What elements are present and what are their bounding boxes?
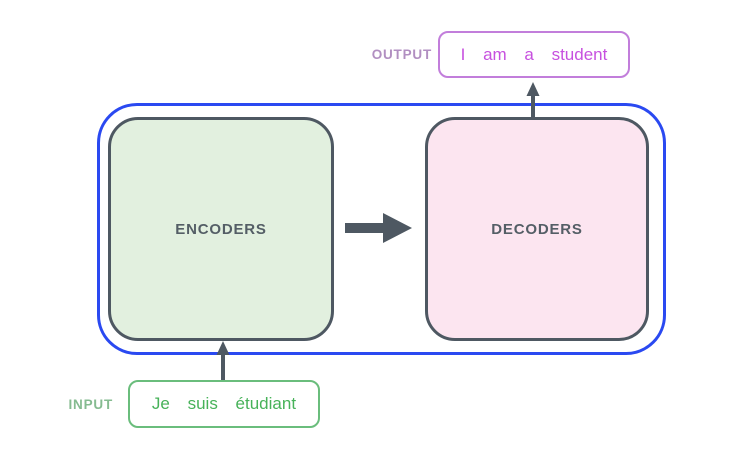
encoders-label: ENCODERS [175, 220, 267, 238]
decoders-label: DECODERS [491, 220, 583, 238]
output-phrase-text: I am a student [460, 44, 608, 64]
input-label: INPUT [68, 396, 113, 412]
output-label: OUTPUT [371, 47, 432, 62]
input-phrase-text: Je suis étudiant [151, 394, 297, 413]
encoders-box: ENCODERS [108, 117, 334, 341]
decoders-box: DECODERS [425, 117, 649, 341]
input-phrase-box: Je suis étudiant [128, 380, 320, 428]
output-phrase-box: I am a student [438, 31, 630, 78]
model-frame [97, 103, 666, 355]
